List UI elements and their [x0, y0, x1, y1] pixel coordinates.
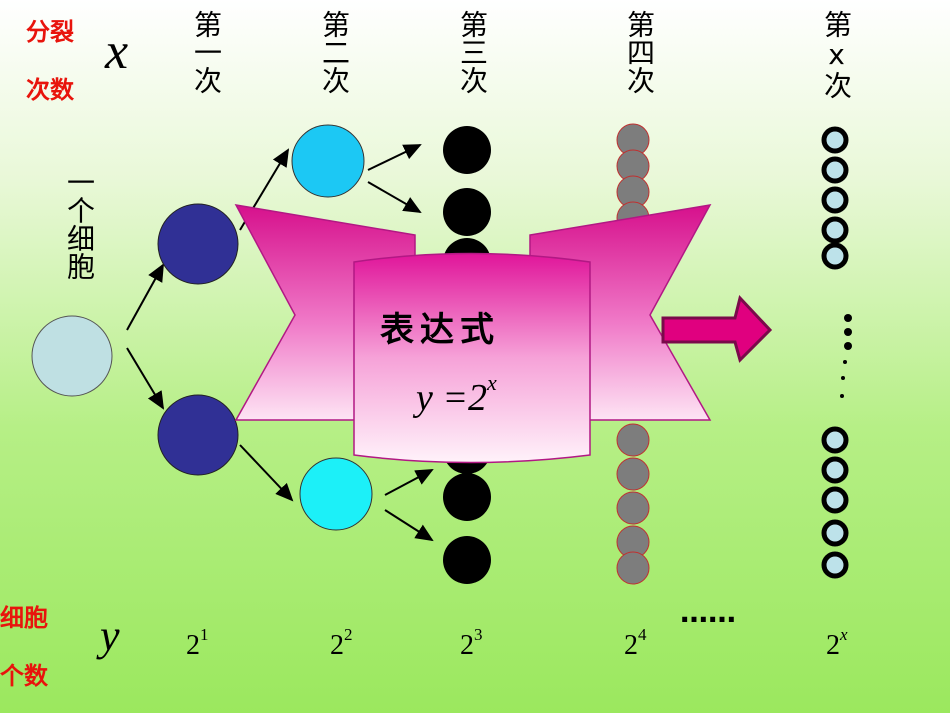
y-variable: y	[100, 611, 120, 660]
cell-genx	[821, 186, 849, 214]
cell-gen4	[616, 457, 650, 491]
cell-gen1	[157, 203, 239, 285]
power-3: 23	[460, 625, 483, 661]
cells-genx	[821, 126, 849, 579]
banner-title: 表达式	[380, 310, 500, 350]
vertical-ellipsis	[840, 314, 852, 398]
arrow	[126, 347, 165, 410]
cell-genx	[821, 426, 849, 454]
formula-exp: x	[487, 370, 497, 395]
cell-gen4	[616, 423, 650, 457]
one-cell-label: 一个细胞	[63, 168, 96, 280]
column-label-4: 第四次	[623, 10, 656, 94]
cell-gen3	[443, 126, 491, 174]
split-count-label-line2: 次数	[26, 76, 74, 104]
cell-genx	[821, 551, 849, 579]
cells-gen4	[616, 123, 650, 585]
cell-genx	[821, 519, 849, 547]
x-variable: x	[105, 23, 129, 80]
arrow	[239, 444, 294, 502]
power-2: 22	[330, 625, 353, 661]
cell-genx	[821, 242, 849, 270]
cell-gen4	[616, 491, 650, 525]
cell-gen3	[443, 188, 491, 236]
cell-genx	[821, 126, 849, 154]
power-x: 2x	[826, 625, 848, 661]
banner-formula: y =2x	[416, 370, 497, 420]
arrow	[367, 144, 422, 171]
horizontal-ellipsis: ……	[680, 596, 736, 629]
column-label-1: 第一次	[190, 10, 223, 94]
cell-gen2	[291, 124, 365, 198]
arrow	[126, 263, 164, 331]
column-label-2: 第二次	[318, 10, 351, 94]
right-arrow-icon	[661, 294, 773, 363]
cell-gen2	[299, 457, 373, 531]
cell-gen4	[616, 551, 650, 585]
formula-lhs: y =2	[416, 377, 488, 419]
column-label-3: 第三次	[456, 10, 489, 94]
cell-genx	[821, 456, 849, 484]
power-4: 24	[624, 625, 647, 661]
cell-genx	[821, 156, 849, 184]
cell-count-label-line1: 细胞	[0, 604, 48, 632]
arrow	[367, 181, 422, 213]
split-count-label-line1: 分裂	[26, 18, 74, 46]
cell-gen1	[157, 394, 239, 476]
column-label-x: 第x次	[820, 10, 853, 99]
power-1: 21	[186, 625, 209, 661]
start-cell	[31, 315, 113, 397]
cells-gen3	[443, 126, 491, 584]
cell-genx	[821, 486, 849, 514]
cell-gen3	[443, 536, 491, 584]
arrow	[384, 469, 434, 496]
cell-gen3	[443, 473, 491, 521]
cell-genx	[821, 216, 849, 244]
cell-count-label-line2: 个数	[0, 662, 48, 690]
arrow	[384, 509, 434, 542]
banner-center	[353, 252, 591, 464]
